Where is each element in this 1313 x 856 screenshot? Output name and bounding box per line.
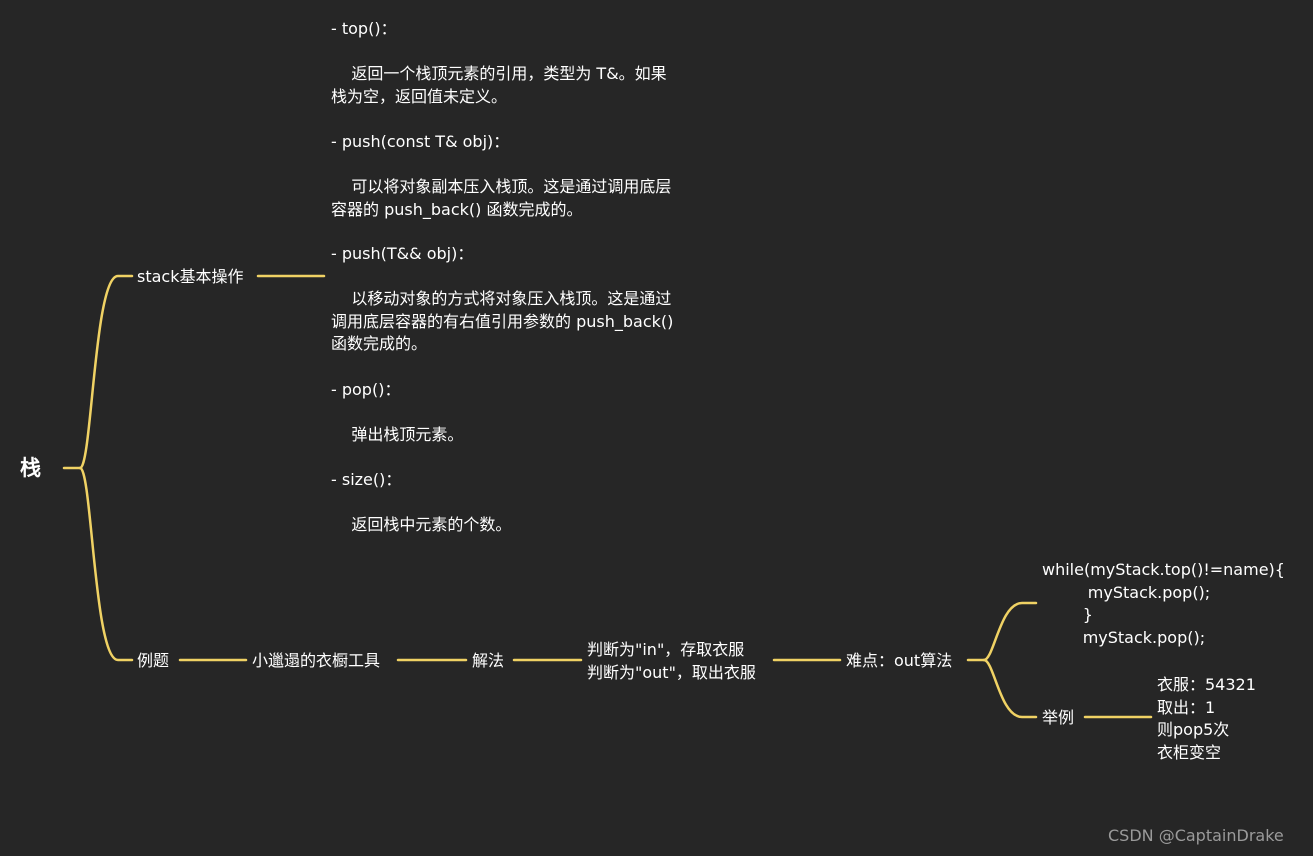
curve-to-example: [78, 466, 134, 662]
op-push-move-title: - push(T&& obj)：: [331, 244, 474, 263]
solution-node: 解法: [472, 651, 505, 670]
op-top-title: - top()：: [331, 19, 397, 38]
curve-to-code: [982, 601, 1038, 662]
op-push-copy-title: - push(const T& obj)：: [331, 132, 510, 151]
op-size-title: - size()：: [331, 470, 402, 489]
op-top-desc: 返回一个栈顶元素的引用，类型为 T&。如果 栈为空，返回值未定义。: [331, 64, 667, 106]
curve-to-basic-ops: [78, 274, 134, 470]
op-size-desc: 返回栈中元素的个数。: [331, 515, 512, 534]
judge-node: 判断为"in"，存取衣服 判断为"out"，取出衣服: [587, 640, 756, 682]
code-node: while(myStack.top()!=name){ myStack.pop(…: [1042, 560, 1285, 647]
watermark: CSDN @CaptainDrake: [1108, 826, 1284, 845]
op-push-move-desc: 以移动对象的方式将对象压入栈顶。这是通过 调用底层容器的有右值引用参数的 pus…: [331, 289, 674, 353]
root-node: 栈: [20, 456, 41, 480]
op-push-copy-desc: 可以将对象副本压入栈顶。这是通过调用底层 容器的 push_back() 函数完…: [331, 177, 672, 219]
branch-basic-ops: stack基本操作: [137, 267, 244, 286]
sample-detail: 衣服：54321 取出：1 则pop5次 衣柜变空: [1157, 675, 1256, 762]
curve-to-sample: [982, 658, 1038, 719]
op-pop-title: - pop()：: [331, 380, 401, 399]
problem-node: 小邋遢的衣橱工具: [252, 651, 381, 670]
sample-node: 举例: [1042, 708, 1075, 727]
op-pop-desc: 弹出栈顶元素。: [331, 425, 464, 444]
branch-example: 例题: [137, 651, 170, 670]
difficulty-node: 难点：out算法: [846, 651, 953, 670]
